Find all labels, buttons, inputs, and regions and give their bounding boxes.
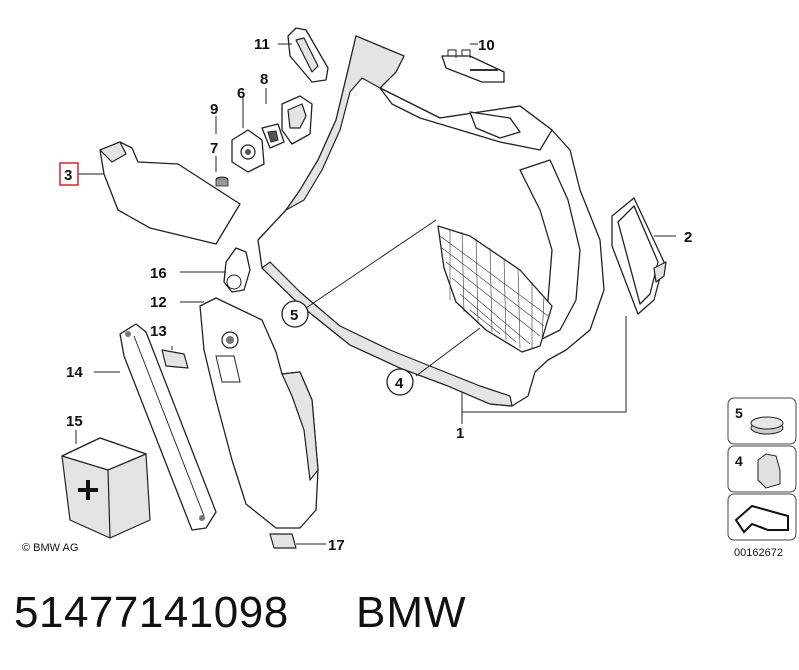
trim-cover-part-3 [99, 141, 241, 245]
callout-15: 15 [66, 413, 83, 430]
callout-8: 8 [260, 71, 268, 88]
clip-icon [757, 453, 781, 489]
copyright-text: © BMW AG [22, 542, 78, 554]
hook-part-9 [231, 129, 265, 173]
callout-16: 16 [150, 265, 167, 282]
callout-13: 13 [150, 323, 167, 340]
direction-arrow-icon [734, 504, 789, 534]
first-aid-kit-part-15 [61, 437, 151, 539]
callout-6: 6 [237, 85, 245, 102]
rail-part-10 [441, 49, 505, 83]
callout-2: 2 [684, 229, 692, 246]
callout-14: 14 [66, 364, 83, 381]
callout-7: 7 [210, 140, 218, 157]
clip-part-16 [223, 247, 251, 293]
callout-3: 3 [64, 167, 72, 184]
callout-9: 9 [210, 101, 218, 118]
callout-3-highlight-box [59, 162, 79, 186]
callout-10: 10 [478, 37, 495, 54]
cover-part-2 [611, 197, 667, 315]
callout-4: 4 [395, 375, 404, 392]
screw-part-7 [215, 176, 229, 187]
clip-part-13 [161, 349, 189, 369]
side-trim-panel-part-1 [257, 35, 605, 407]
bracket-part-6 [261, 123, 285, 149]
callout-1: 1 [456, 425, 464, 442]
callout-4-circle [386, 368, 414, 396]
drawing-number: 00162672 [734, 547, 783, 559]
brand-name: BMW [356, 588, 467, 637]
legend-panel: 5 4 00162672 [727, 397, 797, 559]
part-number: 51477141098 [14, 588, 289, 637]
strip-part-14 [119, 323, 217, 531]
callout-5-circle [281, 300, 309, 328]
callout-5: 5 [290, 307, 298, 324]
callout-17: 17 [328, 537, 345, 554]
callouts: 11 8 6 9 7 10 2 16 12 13 14 15 17 1 3 5 … [59, 36, 692, 554]
parts-diagram: 11 8 6 9 7 10 2 16 12 13 14 15 17 1 3 5 … [22, 27, 797, 559]
handle-part-11 [287, 27, 329, 83]
leader-lines [75, 43, 676, 545]
lower-trim-panel-part-12 [199, 297, 319, 529]
clip-part-17 [269, 533, 297, 549]
legend-label-5: 5 [735, 405, 743, 421]
callout-11: 11 [254, 36, 270, 53]
legend-label-4: 4 [735, 453, 743, 469]
cargo-net [439, 230, 549, 349]
clip-part-8 [281, 95, 313, 145]
callout-12: 12 [150, 294, 167, 311]
